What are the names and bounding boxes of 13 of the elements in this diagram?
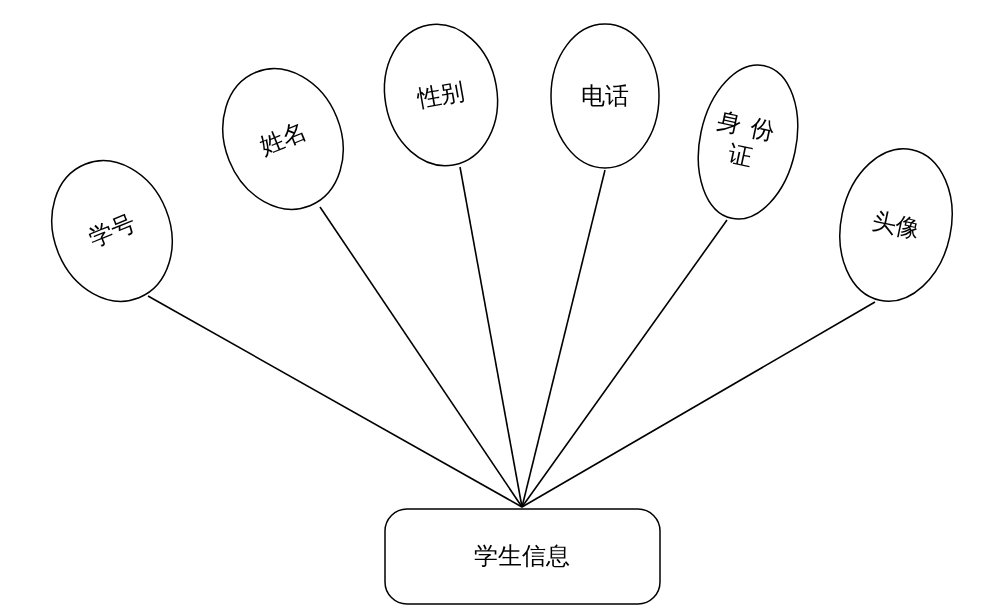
connector-line [521,301,876,508]
connector-line [459,166,523,508]
attribute-label: 学号 [84,208,140,254]
connector-line [521,219,728,508]
attribute-label: 头像 [869,205,923,245]
connector-line [319,206,523,508]
attribute-label: 性别 [414,76,468,114]
entity-label: 学生信息 [474,541,570,571]
connector-line [521,169,606,508]
attribute-label: 姓名 [255,116,311,162]
attribute-label: 身份证 [713,105,789,176]
attribute-label: 电话 [581,81,629,111]
connector-line [147,295,523,508]
